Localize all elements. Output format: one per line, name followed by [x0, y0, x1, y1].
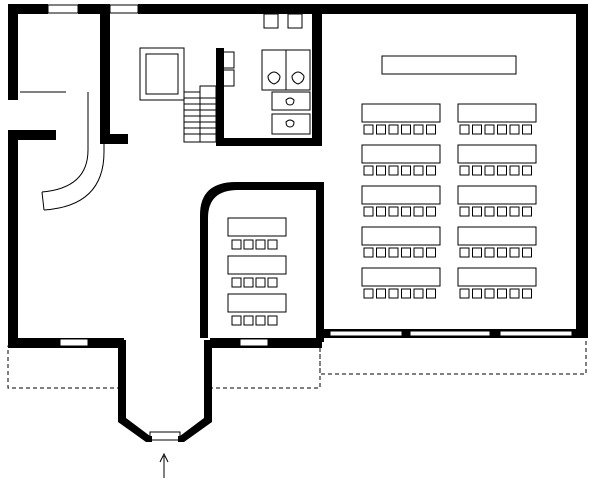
chair — [255, 277, 266, 288]
hall-table — [457, 226, 537, 246]
entrance-porch — [118, 340, 212, 442]
chair — [509, 165, 520, 176]
chair — [484, 165, 495, 176]
chair — [522, 165, 532, 176]
chair — [388, 124, 399, 135]
chair — [376, 165, 386, 176]
chair — [497, 124, 507, 135]
chair — [426, 206, 436, 217]
chair — [376, 288, 386, 299]
chair — [484, 247, 495, 258]
chair — [413, 165, 424, 176]
chair — [497, 288, 507, 299]
hall-table — [457, 103, 537, 123]
chair — [413, 124, 424, 135]
lift — [139, 47, 185, 101]
chair — [255, 239, 266, 250]
chair — [497, 206, 507, 217]
chair — [401, 124, 411, 135]
seminar-table — [227, 293, 287, 313]
chair — [243, 239, 254, 250]
chair — [363, 124, 374, 135]
hall-table — [361, 185, 441, 205]
chair — [376, 206, 386, 217]
chair — [401, 288, 411, 299]
chair — [459, 206, 470, 217]
chair — [522, 124, 532, 135]
chair — [401, 247, 411, 258]
chair — [522, 206, 532, 217]
chair — [363, 165, 374, 176]
large-lecture-hall — [361, 55, 537, 299]
hall-table — [457, 185, 537, 205]
chair — [376, 247, 386, 258]
chair — [459, 247, 470, 258]
chair — [363, 247, 374, 258]
chair — [231, 315, 242, 326]
chair — [267, 277, 278, 288]
chair — [472, 247, 482, 258]
chair — [231, 277, 242, 288]
chair — [509, 206, 520, 217]
seminar-table — [227, 217, 287, 237]
restrooms — [261, 13, 311, 135]
chair — [484, 124, 495, 135]
chair — [426, 288, 436, 299]
chair — [376, 124, 386, 135]
chair — [459, 165, 470, 176]
chair — [459, 288, 470, 299]
chair — [484, 288, 495, 299]
chair — [267, 315, 278, 326]
chair — [426, 124, 436, 135]
chair — [267, 239, 278, 250]
chair — [388, 247, 399, 258]
chair — [522, 288, 532, 299]
chair — [426, 165, 436, 176]
chair — [472, 124, 482, 135]
chair — [363, 206, 374, 217]
chair — [243, 315, 254, 326]
chair — [497, 165, 507, 176]
hall-table — [457, 267, 537, 287]
curved-ramp — [20, 91, 105, 211]
chair — [497, 247, 507, 258]
interior-walls — [8, 4, 324, 342]
chair — [255, 315, 266, 326]
entrance-arrow — [159, 452, 169, 478]
chair — [401, 206, 411, 217]
chair — [509, 124, 520, 135]
windows — [47, 4, 573, 347]
chair — [388, 206, 399, 217]
hall-table — [361, 103, 441, 123]
chair — [231, 239, 242, 250]
chair — [363, 288, 374, 299]
chair — [484, 206, 495, 217]
staircase — [183, 51, 235, 143]
hall-table — [361, 267, 441, 287]
chair — [388, 165, 399, 176]
chair — [413, 247, 424, 258]
hall-table — [457, 144, 537, 164]
hall-table — [361, 226, 441, 246]
chair — [472, 165, 482, 176]
lectern — [381, 55, 517, 75]
chair — [472, 288, 482, 299]
chair — [509, 247, 520, 258]
chair — [426, 247, 436, 258]
seminar-table — [227, 255, 287, 275]
hall-table — [361, 144, 441, 164]
chair — [388, 288, 399, 299]
small-seminar-room — [227, 217, 287, 326]
chair — [509, 288, 520, 299]
chair — [522, 247, 532, 258]
chair — [413, 206, 424, 217]
chair — [243, 277, 254, 288]
chair — [459, 124, 470, 135]
chair — [401, 165, 411, 176]
chair — [472, 206, 482, 217]
chair — [413, 288, 424, 299]
